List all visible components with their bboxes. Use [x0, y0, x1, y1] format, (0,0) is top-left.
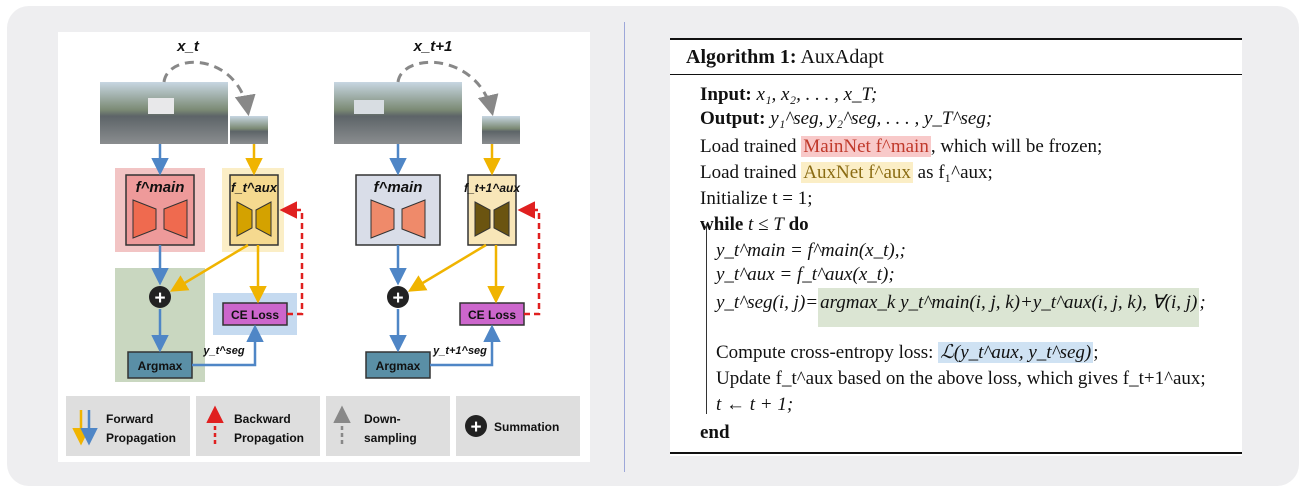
- body-seg-suffix: ;: [1199, 292, 1206, 313]
- frame-t1-group: x_t+1 f^main f_t+1^aux + CE Loss Argmax …: [334, 38, 541, 379]
- ce-loss-t-label: CE Loss: [231, 308, 279, 322]
- aux-net-t-encoder: [236, 201, 253, 237]
- algorithm-box: Algorithm 1: AuxAdapt Input: x₁, x₂, . .…: [670, 38, 1242, 456]
- output-value: y₁^seg, y₂^seg, . . . , y_T^seg;: [770, 108, 993, 129]
- frame-t-vehicle: [148, 98, 174, 114]
- while-body-bar: [706, 226, 707, 414]
- load-aux-highlight: AuxNet f^aux: [801, 162, 913, 183]
- main-net-t1-decoder: [401, 199, 426, 239]
- load-main-prefix: Load trained: [700, 136, 797, 157]
- panel-divider: [624, 22, 625, 472]
- frame-t1-image: [334, 82, 462, 144]
- main-net-t1-encoder: [370, 199, 395, 239]
- main-net-t1-box: [355, 174, 441, 246]
- loss-prefix: Compute cross-entropy loss:: [716, 342, 934, 363]
- frame-t1-small-image: [482, 116, 520, 144]
- sum-node-t: [149, 286, 171, 308]
- downsample-arrow-t1: [396, 60, 499, 117]
- input-line: Input: x₁, x₂, . . . , x_T;: [700, 84, 877, 106]
- legend-down-line2: sampling: [364, 431, 417, 445]
- load-main-line: Load trained MainNet f^main, which will …: [700, 136, 1102, 158]
- main-net-t-decoder: [163, 199, 188, 239]
- loss-line: Compute cross-entropy loss: ℒ(y_t^aux, y…: [716, 342, 1099, 364]
- aux-net-t1-decoder: [493, 201, 510, 237]
- sum-node-t1: [387, 286, 409, 308]
- argmax-t1-label: Argmax: [376, 359, 421, 373]
- legend-forward-line2: Propagation: [106, 431, 176, 445]
- frame-t-label: x_t: [176, 38, 200, 55]
- algorithm-content: Algorithm 1: AuxAdapt Input: x₁, x₂, . .…: [670, 38, 1242, 456]
- load-aux-prefix: Load trained: [700, 162, 797, 183]
- aux-net-t-label: f_t^aux: [231, 180, 278, 195]
- legend-sum-label: Summation: [494, 420, 559, 434]
- argmax-t-label: Argmax: [138, 359, 183, 373]
- ce-loss-t1-label: CE Loss: [468, 308, 516, 322]
- load-aux-suffix: as f₁^aux;: [917, 162, 993, 183]
- seg-t1-label: y_t+1^seg: [432, 345, 487, 357]
- main-net-t-encoder: [132, 199, 157, 239]
- seg-t-label: y_t^seg: [202, 345, 245, 357]
- input-value: x₁, x₂, . . . , x_T;: [756, 84, 878, 105]
- increment-line: t ← t + 1;: [716, 394, 794, 415]
- auxadapt-diagram: x_t f^main f_t^aux + CE Loss Argmax y_t^…: [58, 32, 590, 462]
- sum-node-t1-plus: +: [392, 288, 403, 309]
- end-line: end: [700, 422, 730, 444]
- legend-sum-icon-plus: +: [470, 417, 481, 438]
- input-label: Input:: [700, 84, 752, 105]
- load-main-suffix: , which will be frozen;: [930, 136, 1103, 157]
- output-label: Output:: [700, 108, 766, 129]
- sum-node-t-plus: +: [154, 288, 165, 309]
- algorithm-title-rule: [670, 74, 1242, 75]
- output-line: Output: y₁^seg, y₂^seg, . . . , y_T^seg;: [700, 108, 992, 130]
- body-aux-line: y_t^aux = f_t^aux(x_t);: [716, 264, 895, 285]
- legend-backward-line2: Propagation: [234, 431, 304, 445]
- body-seg-line: y_t^seg(i, j)=argmax_k y_t^main(i, j, k)…: [716, 288, 1206, 327]
- body-main-line: y_t^main = f^main(x_t),;: [716, 240, 906, 261]
- load-aux-line: Load trained AuxNet f^aux as f₁^aux;: [700, 162, 993, 184]
- legend-forward-line1: Forward: [106, 412, 153, 426]
- legend: Forward Propagation Backward Propagation…: [66, 396, 580, 456]
- while-keyword: while: [700, 214, 744, 235]
- frame-t-small-image: [230, 116, 268, 144]
- load-main-highlight: MainNet f^main: [801, 136, 931, 157]
- init-line: Initialize t = 1;: [700, 188, 813, 209]
- frame-t1-label: x_t+1: [413, 38, 453, 55]
- main-net-t-label: f^main: [136, 179, 185, 196]
- algorithm-bottom-rule: [670, 452, 1242, 454]
- loss-highlight: ℒ(y_t^aux, y_t^seg): [938, 342, 1094, 363]
- loss-suffix: ;: [1093, 342, 1099, 363]
- frame-t1-bus: [354, 100, 384, 114]
- algorithm-top-rule: [670, 38, 1242, 40]
- forward-arrow-t1-aux-sum: [407, 243, 487, 292]
- algorithm-title-name: AuxAdapt: [800, 46, 884, 68]
- legend-down-cell: [326, 396, 450, 456]
- diagram-svg: x_t f^main f_t^aux + CE Loss Argmax y_t^…: [66, 38, 580, 456]
- do-keyword: do: [788, 214, 809, 235]
- algorithm-title-label: Algorithm 1:: [686, 46, 797, 68]
- algorithm-title: Algorithm 1: AuxAdapt: [686, 46, 884, 68]
- end-keyword: end: [700, 422, 730, 443]
- aux-net-t-decoder: [255, 201, 272, 237]
- body-seg-prefix: y_t^seg(i, j)=: [716, 292, 819, 313]
- main-net-t1-label: f^main: [374, 179, 423, 196]
- argmax-t1-box: [365, 351, 431, 379]
- update-line: Update f_t^aux based on the above loss, …: [716, 368, 1206, 389]
- legend-down-line1: Down-: [364, 412, 401, 426]
- while-line: while t ≤ T do: [700, 214, 809, 236]
- legend-sum-icon: [465, 415, 487, 437]
- downsample-arrow-t: [162, 60, 256, 117]
- forward-arrow-t1-argmax-loss: [430, 324, 501, 367]
- while-condition: t ≤ T: [748, 214, 784, 235]
- legend-backward-line1: Backward: [234, 412, 291, 426]
- forward-arrow-t-aux-sum: [169, 243, 249, 292]
- forward-arrow-t-argmax-loss: [192, 324, 264, 367]
- legend-forward-cell: [66, 396, 190, 456]
- body-seg-highlight: argmax_k y_t^main(i, j, k)+y_t^aux(i, j,…: [818, 288, 1200, 327]
- backward-arrow-t1: [517, 201, 541, 316]
- frame-t-group: x_t f^main f_t^aux + CE Loss Argmax y_t^…: [100, 38, 304, 382]
- aux-net-t1-encoder: [474, 201, 491, 237]
- aux-net-t1-label: f_t+1^aux: [464, 181, 521, 195]
